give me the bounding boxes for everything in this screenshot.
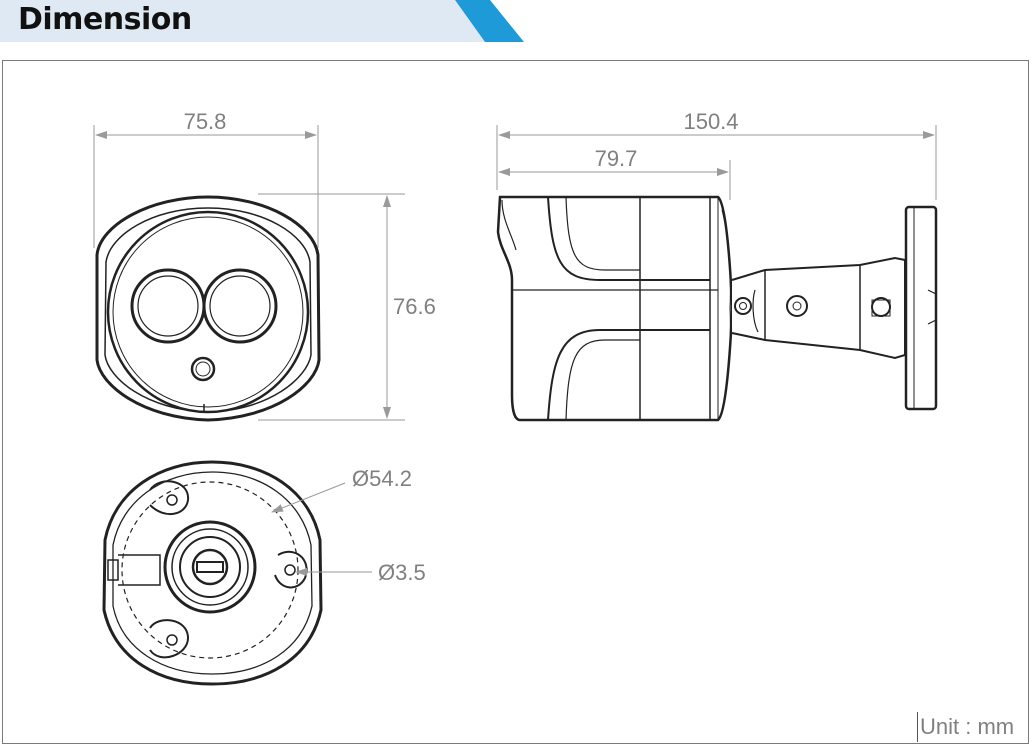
- screw-hole-diameter-label: Ø3.5: [378, 560, 426, 585]
- drawing-frame: [2, 60, 1029, 744]
- side-total-length-label: 150.4: [683, 109, 738, 134]
- section-title: Dimension: [18, 2, 192, 37]
- front-view: [95, 195, 321, 422]
- front-width-label: 75.8: [184, 109, 227, 134]
- unit-divider: [917, 712, 918, 742]
- side-body-length-label: 79.7: [595, 146, 638, 171]
- front-height-label: 76.6: [393, 294, 436, 319]
- mount-view: [102, 460, 323, 686]
- side-dimension-lines: [496, 125, 937, 200]
- mount-circle-diameter-label: Ø54.2: [352, 466, 412, 491]
- front-dimension-lines: [93, 125, 405, 421]
- unit-label: Unit : mm: [920, 714, 1015, 739]
- side-view: [496, 195, 938, 422]
- mount-leader-lines: [271, 482, 372, 576]
- header-band: [0, 0, 524, 42]
